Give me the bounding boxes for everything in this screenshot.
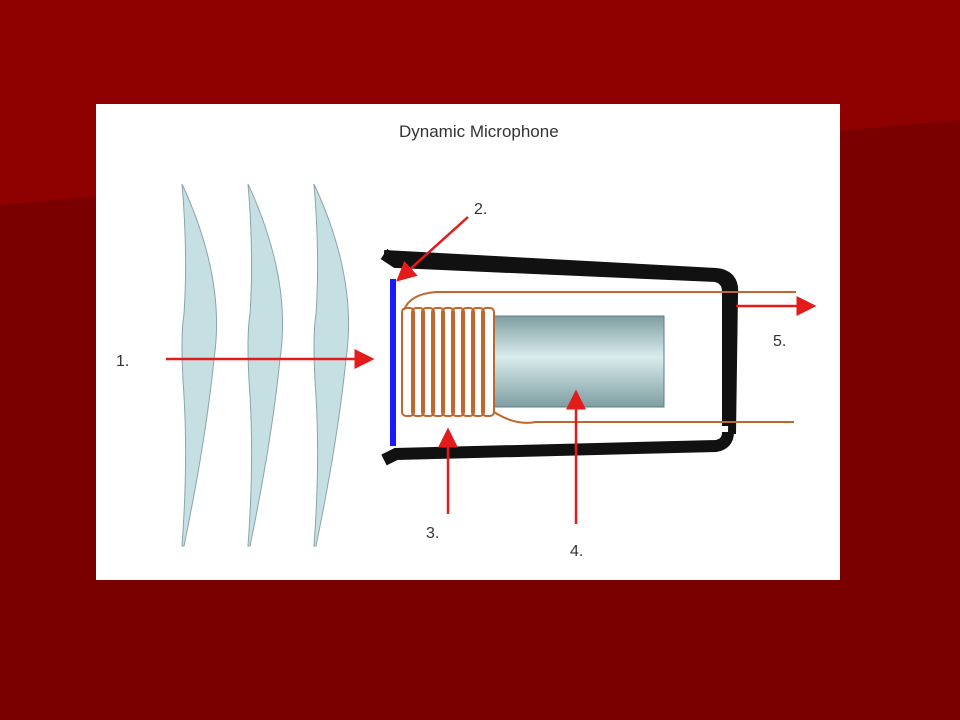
voice-coil (401, 291, 796, 424)
coil-wind-4 (431, 307, 445, 417)
sound-wave-2 (247, 183, 284, 547)
coil-lead-top (403, 291, 796, 311)
sound-wave-3 (313, 183, 350, 547)
callout-label-4: 4. (570, 543, 583, 560)
coil-wind-2 (411, 307, 425, 417)
coil-wind-8 (471, 307, 485, 417)
sound-waves (181, 183, 350, 547)
coil-wind-5 (441, 307, 455, 417)
coil-wind-9 (481, 307, 495, 417)
diagram-title: Dynamic Microphone (399, 122, 559, 141)
housing-bottom-wall (381, 431, 734, 466)
callout-label-5: 5. (773, 333, 786, 350)
callout-label-1: 1. (116, 353, 129, 370)
arrow-2-diaphragm (396, 216, 469, 282)
callout-label-2: 2. (474, 201, 487, 218)
coil-wind-3 (421, 307, 435, 417)
coil-lead-bottom (493, 411, 794, 424)
callout-label-3: 3. (426, 525, 439, 542)
dynamic-microphone-diagram: Dynamic Microphone (116, 122, 817, 560)
sound-wave-1 (181, 183, 218, 547)
coil-wind-6 (451, 307, 465, 417)
diaphragm (390, 279, 396, 446)
housing-top-outline (383, 250, 739, 435)
callout-arrows (166, 216, 817, 524)
diagram-figure: Dynamic Microphone (96, 104, 840, 580)
coil-wind-7 (461, 307, 475, 417)
coil-wind-1 (401, 307, 415, 417)
magnet (493, 315, 665, 408)
